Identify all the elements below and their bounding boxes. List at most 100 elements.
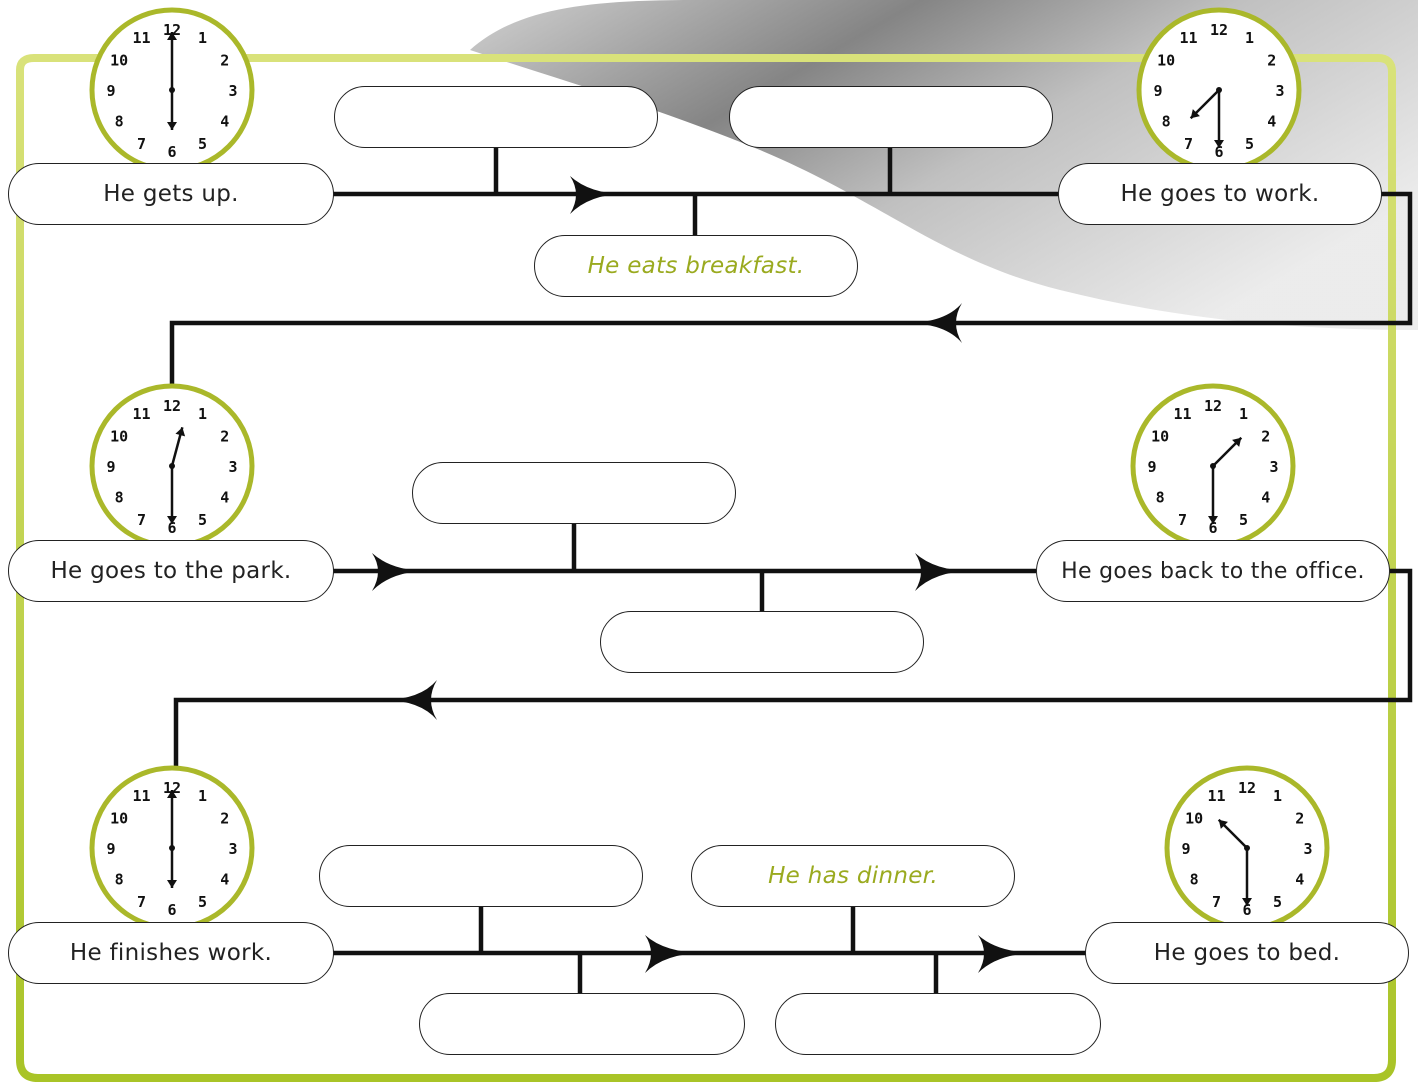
clock-number: 10 bbox=[110, 810, 128, 828]
clock-number: 3 bbox=[1269, 458, 1278, 476]
clock-number: 1 bbox=[1239, 405, 1248, 423]
clock-number: 11 bbox=[132, 29, 150, 47]
clock-number: 3 bbox=[228, 82, 237, 100]
hour-hand-head bbox=[167, 880, 177, 888]
clock-number: 5 bbox=[198, 511, 207, 529]
clock-number: 2 bbox=[220, 810, 229, 828]
arrow-head bbox=[570, 176, 625, 214]
start-label-row-2: He goes to the park. bbox=[8, 540, 334, 602]
hour-hand-head bbox=[1232, 437, 1242, 447]
clock-number: 4 bbox=[1267, 113, 1276, 131]
clock-number: 12 bbox=[1204, 397, 1222, 415]
answer-blank-row-3-bottom-1[interactable] bbox=[419, 993, 745, 1055]
worksheet-frame bbox=[16, 54, 1396, 1082]
clock-center bbox=[169, 845, 175, 851]
clock-number: 12 bbox=[163, 779, 181, 797]
clock-number: 9 bbox=[1181, 840, 1190, 858]
clock-number: 3 bbox=[1303, 840, 1312, 858]
arrow-head bbox=[382, 680, 437, 720]
hour-hand-head bbox=[1218, 819, 1228, 829]
clock-number: 12 bbox=[1238, 779, 1256, 797]
clock-number: 10 bbox=[1151, 428, 1169, 446]
clock-number: 7 bbox=[137, 135, 146, 153]
clock-number: 8 bbox=[1190, 871, 1199, 889]
clock-number: 8 bbox=[115, 489, 124, 507]
clock-center bbox=[1210, 463, 1216, 469]
clock-number: 2 bbox=[220, 52, 229, 70]
connector-1 bbox=[169, 191, 1413, 390]
clock-number: 4 bbox=[220, 113, 229, 131]
arrow-head bbox=[372, 553, 428, 591]
start-label-row-1: He gets up. bbox=[8, 163, 334, 225]
timeline-row-1 bbox=[332, 147, 1058, 236]
clock-number: 4 bbox=[220, 489, 229, 507]
clock-number: 11 bbox=[132, 405, 150, 423]
clock-number: 3 bbox=[228, 840, 237, 858]
clock-number: 11 bbox=[1173, 405, 1191, 423]
clock-number: 11 bbox=[132, 787, 150, 805]
clock-number: 5 bbox=[198, 893, 207, 911]
clock-number: 4 bbox=[1295, 871, 1304, 889]
minute-hand-head bbox=[1242, 898, 1252, 906]
arrow-head bbox=[915, 553, 972, 591]
minute-hand-head bbox=[1214, 140, 1224, 148]
clock-number: 5 bbox=[1245, 135, 1254, 153]
answer-blank-row-3-top[interactable] bbox=[319, 845, 643, 907]
clock-number: 9 bbox=[106, 82, 115, 100]
answer-blank-row-2-top[interactable] bbox=[412, 462, 736, 524]
clock-number: 1 bbox=[1273, 787, 1282, 805]
clock-center bbox=[1244, 845, 1250, 851]
clock-number: 4 bbox=[1261, 489, 1270, 507]
clock-number: 12 bbox=[1210, 21, 1228, 39]
answer-blank-row-1-top-1[interactable] bbox=[334, 86, 658, 148]
answer-blank-row-1-top-2[interactable] bbox=[729, 86, 1053, 148]
clock-number: 12 bbox=[163, 397, 181, 415]
clock-number: 1 bbox=[198, 787, 207, 805]
answer-blank-row-3-bottom-2[interactable] bbox=[775, 993, 1101, 1055]
timeline-row-3 bbox=[332, 906, 1086, 994]
clock-number: 10 bbox=[110, 52, 128, 70]
connector-2 bbox=[173, 568, 1413, 770]
clock-number: 10 bbox=[1185, 810, 1203, 828]
clock-number: 8 bbox=[1156, 489, 1165, 507]
clock-number: 7 bbox=[1212, 893, 1221, 911]
clock-number: 1 bbox=[198, 405, 207, 423]
minute-hand-head bbox=[167, 790, 177, 798]
clock-number: 4 bbox=[220, 871, 229, 889]
minute-hand-head bbox=[167, 32, 177, 40]
arrow-head bbox=[978, 935, 1038, 973]
clock-number: 2 bbox=[220, 428, 229, 446]
clock-number: 9 bbox=[106, 840, 115, 858]
clock-number: 8 bbox=[115, 871, 124, 889]
clock-number: 11 bbox=[1179, 29, 1197, 47]
clock-number: 6 bbox=[167, 143, 176, 161]
clock-number: 7 bbox=[137, 893, 146, 911]
minute-hand-head bbox=[1208, 516, 1218, 524]
start-label-row-3: He finishes work. bbox=[8, 922, 334, 984]
clock-number: 1 bbox=[198, 29, 207, 47]
end-label-row-2: He goes back to the office. bbox=[1036, 540, 1390, 602]
clock-number: 11 bbox=[1207, 787, 1225, 805]
clock-number: 2 bbox=[1267, 52, 1276, 70]
clock-number: 7 bbox=[137, 511, 146, 529]
clock-number: 2 bbox=[1295, 810, 1304, 828]
clock-number: 9 bbox=[1153, 82, 1162, 100]
clock-center bbox=[169, 87, 175, 93]
hour-hand-head bbox=[1190, 109, 1200, 119]
clock-number: 2 bbox=[1261, 428, 1270, 446]
hour-hand-head bbox=[175, 427, 186, 437]
answer-blank-row-2-bottom[interactable] bbox=[600, 611, 924, 673]
clock-number: 10 bbox=[1157, 52, 1175, 70]
clock-number: 6 bbox=[1242, 901, 1251, 919]
clock-number: 7 bbox=[1184, 135, 1193, 153]
example-answer-row-3: He has dinner. bbox=[691, 845, 1015, 907]
minute-hand-head bbox=[167, 516, 177, 524]
clock-number: 7 bbox=[1178, 511, 1187, 529]
end-label-row-3: He goes to bed. bbox=[1085, 922, 1409, 984]
clock-number: 9 bbox=[106, 458, 115, 476]
